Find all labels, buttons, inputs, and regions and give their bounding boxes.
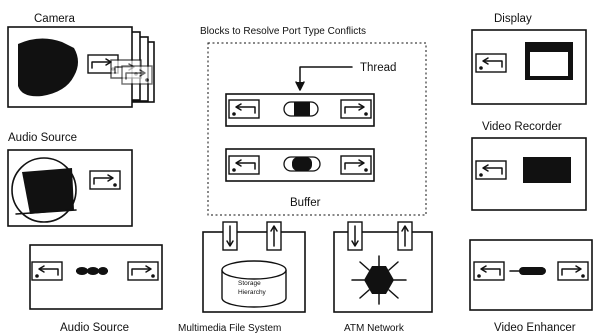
audio-source-top-label: Audio Source (8, 132, 77, 144)
audio-source-bottom-label: Audio Source (60, 322, 129, 334)
audio-source-bottom-input-port (32, 262, 62, 280)
thread-label: Thread (360, 62, 396, 74)
multimedia-fs-block: Storage Hierarchy (203, 222, 305, 312)
multimedia-fs-label: Multimedia File System (178, 323, 281, 334)
recorder-icon (523, 157, 571, 183)
atm-network-label: ATM Network (344, 323, 405, 334)
thread-output-port (341, 100, 371, 118)
thread-block (226, 94, 374, 126)
video-enhancer-output-port (558, 262, 588, 280)
camera-label: Camera (34, 13, 76, 25)
thread-input-port (229, 100, 259, 118)
waveform-icon (76, 267, 108, 275)
multimedia-fs-up-port (267, 222, 281, 250)
audio-source-bottom-output-port (128, 262, 158, 280)
video-enhancer-input-port (474, 262, 504, 280)
thread-pointer (300, 67, 352, 86)
storage-hierarchy-label-2: Hierarchy (238, 289, 267, 296)
buffer-output-port (341, 156, 371, 174)
buffer-input-port (229, 156, 259, 174)
multimedia-fs-down-port (223, 222, 237, 250)
video-recorder-block (472, 138, 586, 210)
display-block (472, 30, 586, 104)
speaker-icon (22, 168, 74, 214)
audio-source-bottom-block (30, 245, 162, 309)
camera-block (8, 27, 154, 107)
monitor-icon (525, 42, 573, 80)
buffer-icon (284, 157, 320, 171)
video-recorder-input-port (476, 161, 506, 179)
blocks-title: Blocks to Resolve Port Type Conflicts (200, 26, 366, 37)
atm-network-port-1 (348, 222, 362, 250)
audio-source-top-output-port (90, 171, 120, 189)
audio-source-top-block (8, 150, 132, 226)
video-enhancer-block (470, 240, 592, 310)
buffer-label: Buffer (290, 197, 321, 209)
buffer-block (226, 149, 374, 181)
atm-network-port-2 (398, 222, 412, 250)
display-label: Display (494, 13, 532, 25)
storage-hierarchy-label-1: Storage (238, 280, 261, 287)
display-input-port (476, 54, 506, 72)
video-enhancer-label: Video Enhancer (494, 322, 576, 334)
thread-icon (284, 102, 318, 116)
atm-network-block (334, 222, 432, 312)
video-recorder-label: Video Recorder (482, 121, 562, 133)
